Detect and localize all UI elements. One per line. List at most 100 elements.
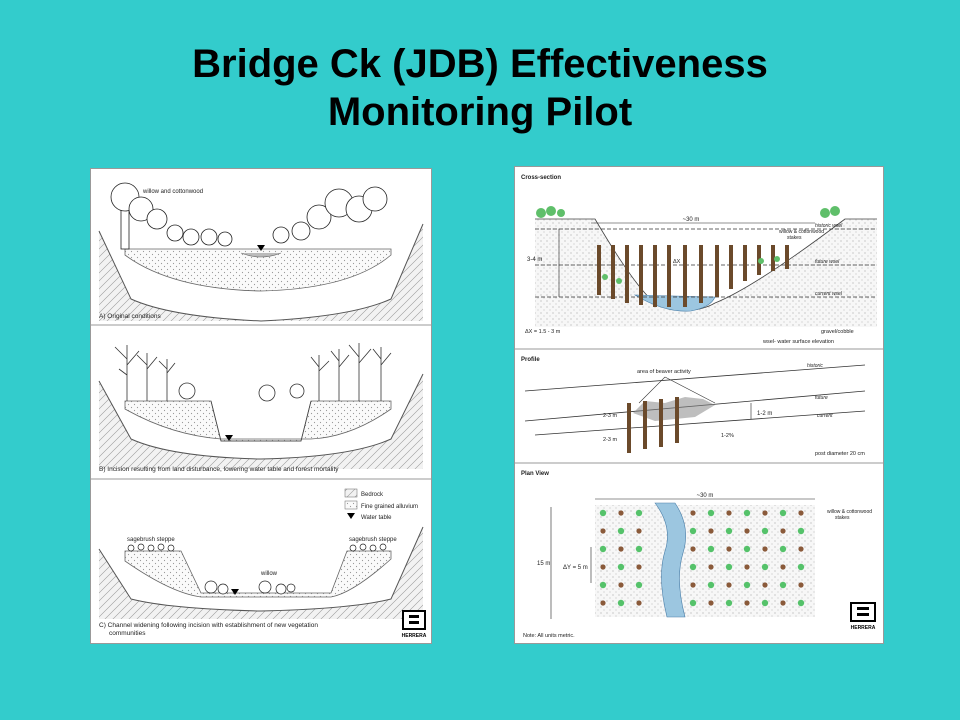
plan-stake <box>617 599 625 607</box>
plan-stake <box>599 545 607 553</box>
plan-stake <box>617 527 625 535</box>
panel-a-caption: A) Original conditions <box>99 313 162 320</box>
plan-stake <box>725 599 733 607</box>
water-table-icon <box>231 589 239 595</box>
herrera-logo: HERRERA <box>402 610 427 639</box>
cross-section-gravel: gravel/cobble <box>821 329 854 335</box>
profile-future: future <box>815 395 828 401</box>
plan-stake <box>762 582 768 588</box>
plan-stake <box>635 545 643 553</box>
plan-stake <box>618 546 624 552</box>
cross-section-dx-note: ΔX = 1.5 - 3 m <box>525 329 561 335</box>
plan-stake <box>708 528 714 534</box>
plan-stake <box>725 563 733 571</box>
cross-section-depth: 3-4 m <box>527 257 542 263</box>
plan-stake <box>726 582 732 588</box>
cross-section-current: current wsel <box>815 291 843 297</box>
plan-stake <box>707 581 715 589</box>
water-table-icon <box>225 435 233 441</box>
cross-section-stake-label-1: willow & cottonwood <box>779 229 824 235</box>
plan-stake <box>797 527 805 535</box>
panel-b: B) Incision resulting from land disturba… <box>98 343 424 473</box>
plan-stake <box>599 581 607 589</box>
panel-a-alluvium <box>124 248 392 292</box>
plan-stake <box>761 599 769 607</box>
plan-stake <box>780 600 786 606</box>
channel-evolution-svg: willow and cottonwood A) Original condit… <box>91 182 431 639</box>
legend: Bedrock Fine grained alluvium Water tabl… <box>344 488 418 521</box>
plan-view-width: ~30 m <box>697 493 714 499</box>
title-line-2: Monitoring Pilot <box>327 90 633 134</box>
profile-rise: 1-2 m <box>757 411 772 417</box>
logo-text: HERRERA <box>402 633 427 639</box>
restoration-design-figure: Cross-section ~30 m 3-4 m willow & cotto… <box>514 166 884 644</box>
panel-c-caption-2: communities <box>109 630 146 637</box>
cross-section-wsel-note: wsel- water surface elevation <box>762 339 834 345</box>
panel-c-center-label: willow <box>260 571 278 577</box>
panel-c-caption-1: C) Channel widening following incision w… <box>99 622 318 629</box>
panel-b-caption: B) Incision resulting from land disturba… <box>99 466 339 473</box>
plan-stake <box>780 528 786 534</box>
legend-alluvium: Fine grained alluvium <box>361 504 418 510</box>
water-table-icon <box>347 513 355 519</box>
plan-stake <box>689 527 697 535</box>
plan-stake <box>689 563 697 571</box>
plan-stake <box>762 510 768 516</box>
slide-title: Bridge Ck (JDB) Effectiveness Monitoring… <box>0 40 960 136</box>
plan-stake <box>636 564 642 570</box>
plan-stake <box>762 546 768 552</box>
water-table-icon <box>257 245 265 251</box>
plan-view-stake-label-2: stakes <box>835 515 850 521</box>
profile-slope: 1-2% <box>721 433 734 439</box>
plan-stake <box>617 563 625 571</box>
profile-h1: 2-3 m <box>603 413 617 419</box>
plan-view-panel: Plan View ~30 m 15 m ΔY = 5 m willow & c… <box>521 471 876 639</box>
panel-c: sagebrush steppe sagebrush steppe willow… <box>98 526 424 637</box>
profile-historic: historic <box>807 363 823 369</box>
stream-channel <box>654 502 686 618</box>
plan-stake <box>761 563 769 571</box>
plan-stake <box>708 564 714 570</box>
plan-stake <box>761 527 769 535</box>
plan-stake <box>797 563 805 571</box>
plan-stake <box>635 509 643 517</box>
plan-stake <box>600 600 606 606</box>
profile-post: post diameter 20 cm <box>815 451 865 457</box>
plan-view-note: Note: All units metric. <box>523 633 575 639</box>
plan-stake <box>744 600 750 606</box>
plan-stake <box>708 600 714 606</box>
plan-stake <box>636 528 642 534</box>
herrera-logo: HERRERA <box>850 602 876 631</box>
channel-evolution-figure: willow and cottonwood A) Original condit… <box>90 168 432 644</box>
plan-stake <box>798 546 804 552</box>
willow-stakes <box>536 206 840 284</box>
plan-stake <box>780 564 786 570</box>
panel-a-bedrock <box>99 224 423 321</box>
plan-stake <box>743 545 751 553</box>
plan-stake <box>726 510 732 516</box>
plan-stake <box>797 599 805 607</box>
profile-heading: Profile <box>521 357 540 363</box>
plan-stake <box>779 545 787 553</box>
cross-section-future: future wsel <box>815 259 840 265</box>
legend-water-table: Water table <box>361 515 392 521</box>
plan-stake <box>618 510 624 516</box>
plan-stake <box>690 510 696 516</box>
cross-section-historic: historic wsel <box>815 223 843 229</box>
profile-current: current <box>817 413 833 419</box>
restoration-design-svg: Cross-section ~30 m 3-4 m willow & cotto… <box>515 175 883 639</box>
plan-view-length: 15 m <box>537 561 550 567</box>
profile-posts <box>627 397 679 453</box>
cross-section-stake-label-2: stakes <box>787 235 802 241</box>
cross-section-heading: Cross-section <box>521 175 561 181</box>
plan-stake <box>707 509 715 517</box>
title-line-1: Bridge Ck (JDB) Effectiveness <box>192 42 768 86</box>
profile-panel: Profile area of beaver activity historic… <box>521 357 865 457</box>
plan-stake <box>636 600 642 606</box>
plan-stake <box>744 528 750 534</box>
panel-b-dead-trees <box>114 343 392 401</box>
legend-bedrock: Bedrock <box>361 492 384 498</box>
plan-stake <box>635 581 643 589</box>
cross-section-panel: Cross-section ~30 m 3-4 m willow & cotto… <box>521 175 877 345</box>
plan-stake <box>618 582 624 588</box>
